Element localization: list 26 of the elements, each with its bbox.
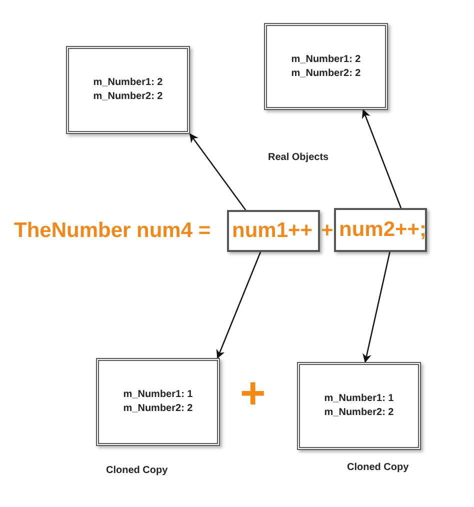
field-text: m_Number1: 2 — [291, 52, 361, 66]
field-text: m_Number2: 2 — [291, 66, 361, 80]
operator-text: + — [321, 218, 334, 244]
arrow — [216, 252, 262, 359]
plus-sign: + — [240, 372, 266, 416]
caption-text: Cloned Copy — [347, 461, 409, 475]
object-box — [297, 362, 421, 450]
field-text: m_Number2: 2 — [93, 90, 163, 104]
field-text: m_Number1: 2 — [93, 76, 163, 90]
field-text: m_Number2: 2 — [123, 402, 193, 416]
highlight-box — [334, 208, 427, 252]
field-text: m_Number1: 1 — [123, 388, 193, 402]
caption-text: Cloned Copy — [106, 464, 168, 478]
field-text: m_Number1: 1 — [324, 392, 394, 406]
object-box — [264, 23, 388, 110]
code-text: TheNumber num4 = — [14, 218, 211, 244]
highlight-box — [227, 210, 320, 252]
code-text: num1++ — [231, 218, 313, 244]
caption-text: Real Objects — [268, 151, 329, 165]
object-box — [66, 46, 190, 134]
arrow — [362, 252, 390, 363]
arrow — [362, 109, 402, 208]
object-box — [96, 358, 220, 446]
field-text: m_Number2: 2 — [324, 406, 394, 420]
arrow — [189, 133, 246, 210]
code-text: num2++; — [338, 217, 427, 244]
